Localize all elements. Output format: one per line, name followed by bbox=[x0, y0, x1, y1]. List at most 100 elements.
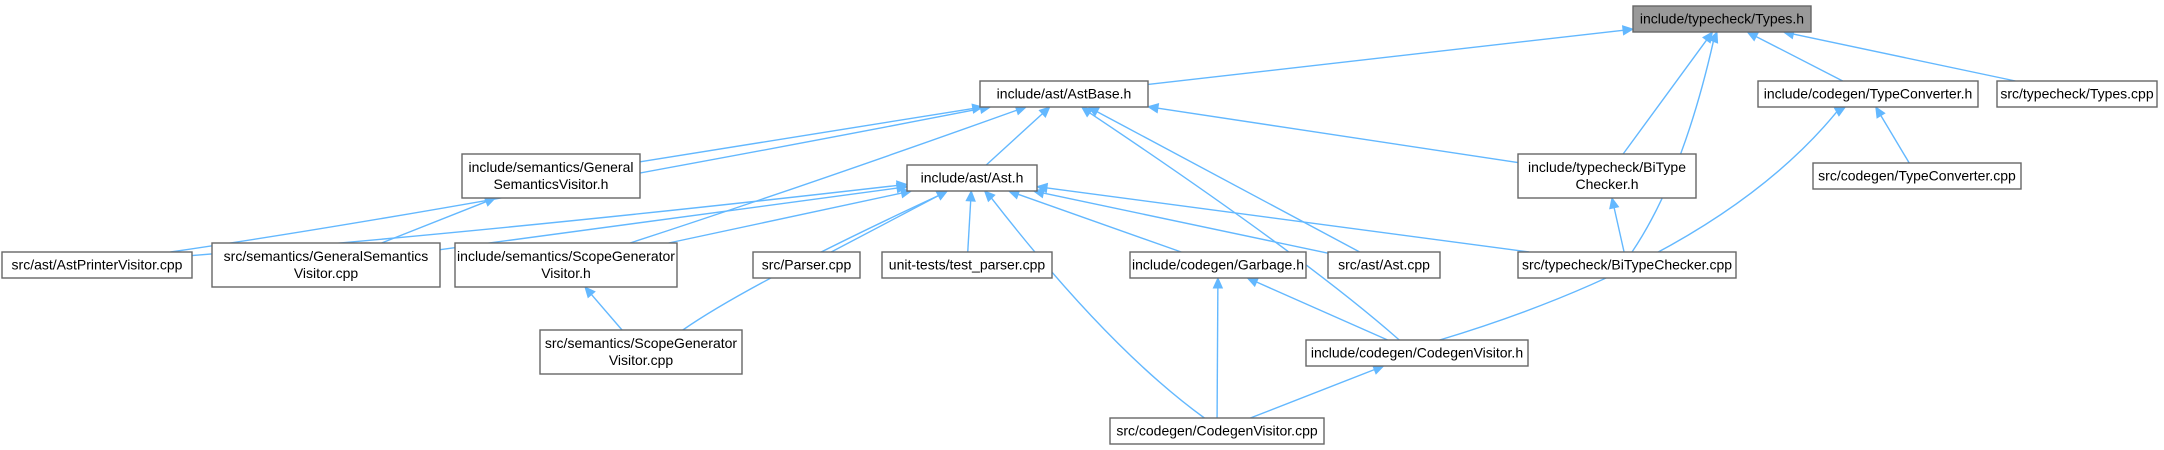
edge-bitype_h-to-astbase_h bbox=[1146, 103, 1519, 164]
node-box bbox=[906, 164, 1038, 192]
node-box bbox=[211, 242, 441, 288]
node-box bbox=[1517, 153, 1697, 199]
node-box bbox=[752, 251, 861, 279]
node-test-parser-cpp[interactable]: unit-tests/test_parser.cpp bbox=[881, 251, 1053, 279]
edge-codegen_visitor_h-to-typeconverter_h bbox=[1439, 106, 1847, 341]
arrowhead bbox=[983, 190, 996, 203]
edge-bitype_h-to-types_h bbox=[1622, 31, 1714, 155]
node-label: Visitor.cpp bbox=[609, 352, 674, 368]
node-scopegen-h[interactable]: include/semantics/ScopeGeneratorVisitor.… bbox=[454, 242, 678, 288]
edge-typeconverter_cpp-to-typeconverter_h bbox=[1875, 105, 1910, 164]
node-box bbox=[539, 329, 743, 375]
arrowhead bbox=[1246, 277, 1260, 288]
node-label: include/typecheck/BiType bbox=[1528, 159, 1686, 175]
arrowhead bbox=[1609, 196, 1620, 210]
node-astprinter-cpp[interactable]: src/ast/AstPrinterVisitor.cpp bbox=[1, 251, 193, 279]
node-box bbox=[1327, 251, 1441, 279]
node-general-sem-cpp[interactable]: src/semantics/GeneralSemanticsVisitor.cp… bbox=[211, 242, 441, 288]
edge-ast_h-to-astbase_h bbox=[985, 106, 1051, 166]
node-types-h[interactable]: include/typecheck/Types.h bbox=[1632, 5, 1812, 33]
node-box bbox=[881, 251, 1053, 279]
edge-astbase_h-to-types_h bbox=[1147, 25, 1635, 86]
node-label: include/semantics/ScopeGenerator bbox=[457, 248, 675, 264]
nodes-layer: include/typecheck/Types.h include/ast/Ast… bbox=[1, 5, 2158, 445]
node-box bbox=[1517, 251, 1737, 279]
node-label: include/codegen/CodegenVisitor.h bbox=[1311, 345, 1523, 361]
node-box bbox=[1109, 417, 1325, 445]
arrowhead bbox=[1035, 182, 1049, 194]
node-label: include/codegen/TypeConverter.h bbox=[1764, 86, 1973, 102]
arrowhead bbox=[1708, 30, 1719, 44]
node-types-cpp[interactable]: src/typecheck/Types.cpp bbox=[1996, 80, 2158, 108]
node-label: src/semantics/GeneralSemantics bbox=[224, 248, 429, 264]
node-box bbox=[1129, 251, 1307, 279]
node-label: SemanticsVisitor.h bbox=[494, 176, 609, 192]
node-box bbox=[1812, 162, 2022, 190]
arrowhead bbox=[483, 196, 497, 207]
node-label: Checker.h bbox=[1575, 176, 1638, 192]
node-label: include/ast/Ast.h bbox=[921, 170, 1024, 186]
arrowhead bbox=[935, 190, 949, 201]
node-label: src/typecheck/Types.cpp bbox=[2000, 86, 2154, 102]
edge-ast_cpp-to-astbase_h bbox=[1087, 106, 1360, 253]
node-label: Visitor.h bbox=[541, 265, 591, 281]
edge-bitype_cpp-to-types_h bbox=[1631, 30, 1719, 253]
node-bitype-h[interactable]: include/typecheck/BiTypeChecker.h bbox=[1517, 153, 1697, 199]
arrowhead bbox=[965, 189, 976, 202]
arrowhead bbox=[1146, 103, 1160, 114]
edge-bitype_cpp-to-ast_h bbox=[1035, 182, 1530, 253]
node-typeconverter-cpp[interactable]: src/codegen/TypeConverter.cpp bbox=[1812, 162, 2022, 190]
arrowhead bbox=[1038, 106, 1051, 118]
node-label: src/semantics/ScopeGenerator bbox=[545, 335, 738, 351]
node-label: include/typecheck/Types.h bbox=[1640, 11, 1804, 27]
node-label: src/codegen/TypeConverter.cpp bbox=[1818, 168, 2016, 184]
node-box bbox=[1, 251, 193, 279]
edge-general_sem_cpp-to-general_sem_h bbox=[381, 196, 497, 244]
node-label: src/ast/AstPrinterVisitor.cpp bbox=[12, 257, 183, 273]
node-box bbox=[454, 242, 678, 288]
arrowhead bbox=[1080, 106, 1094, 118]
edge-bitype_cpp-to-bitype_h bbox=[1609, 196, 1625, 253]
arrowhead bbox=[1746, 31, 1760, 42]
node-label: include/ast/AstBase.h bbox=[997, 86, 1132, 102]
arrowhead bbox=[1212, 276, 1224, 289]
edge-codegen_visitor_cpp-to-garbage_h bbox=[1212, 276, 1224, 419]
node-label: src/codegen/CodegenVisitor.cpp bbox=[1116, 423, 1318, 439]
edge-types_cpp-to-types_h bbox=[1782, 29, 2016, 82]
arrowhead bbox=[1621, 25, 1635, 36]
edge-scopegen_cpp-to-scopegen_h bbox=[584, 286, 623, 331]
arrowhead bbox=[584, 286, 596, 299]
edge-codegen_visitor_h-to-garbage_h bbox=[1246, 277, 1388, 341]
edge-ast_cpp-to-ast_h bbox=[1032, 188, 1329, 254]
node-codegen-visitor-cpp[interactable]: src/codegen/CodegenVisitor.cpp bbox=[1109, 417, 1325, 445]
edge-garbage_h-to-ast_h bbox=[1007, 189, 1182, 253]
node-codegen-visitor-h[interactable]: include/codegen/CodegenVisitor.h bbox=[1305, 339, 1529, 367]
node-ast-h[interactable]: include/ast/Ast.h bbox=[906, 164, 1038, 192]
node-garbage-h[interactable]: include/codegen/Garbage.h bbox=[1129, 251, 1307, 279]
node-label: include/semantics/General bbox=[469, 159, 634, 175]
edge-test_parser_cpp-to-ast_h bbox=[965, 189, 976, 253]
node-label: unit-tests/test_parser.cpp bbox=[889, 257, 1046, 273]
node-ast-cpp[interactable]: src/ast/Ast.cpp bbox=[1327, 251, 1441, 279]
edge-general_sem_h-to-astbase_h bbox=[639, 103, 984, 163]
node-label: include/codegen/Garbage.h bbox=[1132, 257, 1304, 273]
node-parser-cpp[interactable]: src/Parser.cpp bbox=[752, 251, 861, 279]
node-label: Visitor.cpp bbox=[294, 265, 359, 281]
node-astbase-h[interactable]: include/ast/AstBase.h bbox=[979, 80, 1149, 108]
node-box bbox=[1757, 80, 1979, 108]
node-bitype-cpp[interactable]: src/typecheck/BiTypeChecker.cpp bbox=[1517, 251, 1737, 279]
edge-parser_cpp-to-ast_h bbox=[830, 190, 949, 253]
node-label: src/ast/Ast.cpp bbox=[1338, 257, 1430, 273]
edge-codegen_visitor_cpp-to-ast_h bbox=[983, 190, 1205, 419]
node-box bbox=[1305, 339, 1529, 367]
edge-typeconverter_h-to-types_h bbox=[1746, 31, 1844, 82]
arrowhead bbox=[1833, 106, 1847, 117]
node-general-sem-h[interactable]: include/semantics/GeneralSemanticsVisito… bbox=[461, 153, 641, 199]
edge-codegen_visitor_h-to-astbase_h bbox=[1080, 106, 1400, 341]
node-typeconverter-h[interactable]: include/codegen/TypeConverter.h bbox=[1757, 80, 1979, 108]
node-label: src/typecheck/BiTypeChecker.cpp bbox=[1522, 257, 1732, 273]
node-box bbox=[461, 153, 641, 199]
edge-codegen_visitor_cpp-to-codegen_visitor_h bbox=[1250, 364, 1385, 419]
